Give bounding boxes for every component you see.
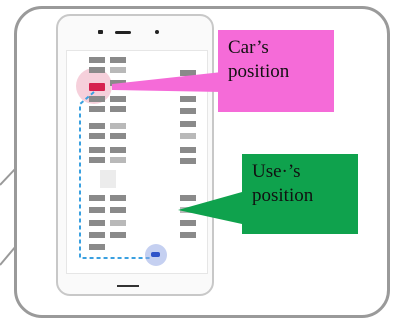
- home-indicator: [117, 285, 139, 287]
- car-marker-icon: [89, 83, 105, 91]
- map-block: [100, 170, 116, 188]
- user-location-icon: [151, 252, 160, 257]
- phone-sensor: [155, 30, 159, 34]
- car-pointer: [112, 72, 222, 92]
- car-position-label: Car’s position: [218, 30, 334, 112]
- parking-slots-left: [89, 57, 126, 250]
- phone-speaker: [115, 31, 131, 34]
- front-camera: [98, 30, 103, 34]
- user-position-label: Use·’s position: [242, 154, 358, 234]
- user-pointer: [178, 192, 242, 224]
- route-path: [79, 91, 150, 259]
